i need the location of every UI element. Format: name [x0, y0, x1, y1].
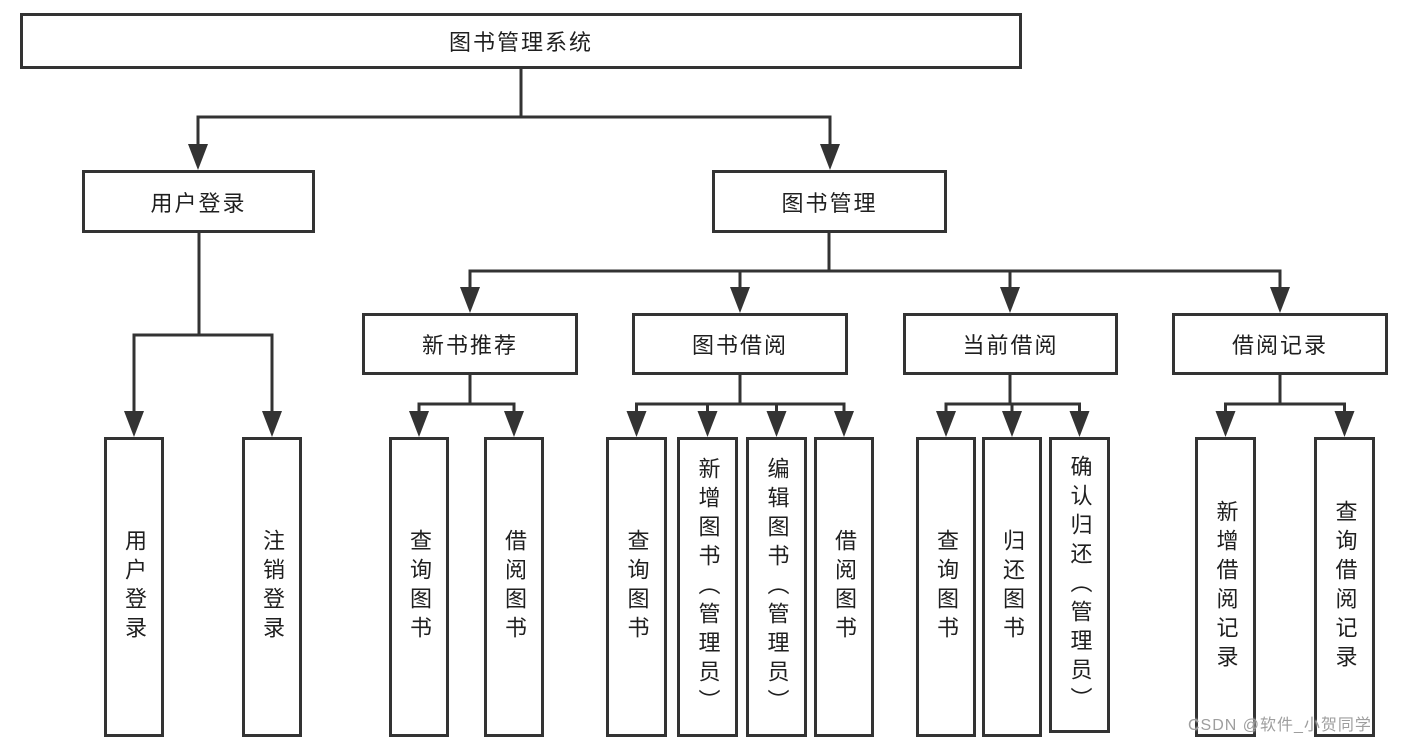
node-label: 查询图书 [407, 529, 432, 645]
leaf-query-books-recommend: 查询图书 [389, 437, 449, 737]
node-label: 图书管理 [781, 190, 878, 216]
node-label: 新书推荐 [421, 333, 518, 358]
leaf-return-books: 归还图书 [982, 437, 1042, 737]
leaf-query-books-current: 查询图书 [916, 437, 976, 737]
node-label: 归还图书 [1000, 529, 1025, 645]
leaf-logout: 注销登录 [242, 437, 302, 737]
node-label: 新增图书（管理员） [695, 456, 721, 718]
node-label: 借阅图书 [502, 529, 527, 645]
node-label: 当前借阅 [962, 333, 1059, 358]
leaf-query-books-borrowing: 查询图书 [606, 437, 667, 737]
node-label: 查询图书 [934, 529, 959, 645]
node-book-borrowing: 图书借阅 [632, 313, 848, 375]
node-new-book-recommendation: 新书推荐 [362, 313, 578, 375]
node-label: 编辑图书（管理员） [764, 456, 790, 718]
node-borrowing-records: 借阅记录 [1172, 313, 1388, 375]
node-label: 用户登录 [150, 190, 247, 216]
leaf-user-login: 用户登录 [104, 437, 164, 737]
node-label: 查询借阅记录 [1332, 500, 1358, 674]
node-label: 图书借阅 [691, 333, 788, 358]
leaf-confirm-return-admin: 确认归还（管理员） [1049, 437, 1110, 733]
node-label: 确认归还（管理员） [1067, 454, 1093, 716]
node-label: 借阅记录 [1231, 333, 1328, 358]
node-current-borrowing: 当前借阅 [903, 313, 1118, 375]
csdn-watermark: CSDN @软件_小贺同学 [1188, 717, 1372, 734]
node-label: 用户登录 [122, 529, 147, 645]
node-label: 图书管理系统 [448, 30, 593, 55]
leaf-query-borrow-record: 查询借阅记录 [1314, 437, 1375, 737]
leaf-add-borrow-record: 新增借阅记录 [1195, 437, 1256, 737]
leaf-borrow-books-recommend: 借阅图书 [484, 437, 544, 737]
node-label: 新增借阅记录 [1213, 500, 1239, 674]
leaf-add-books-admin: 新增图书（管理员） [677, 437, 738, 737]
node-label: 查询图书 [624, 529, 650, 645]
leaf-edit-books-admin: 编辑图书（管理员） [746, 437, 807, 737]
node-book-management: 图书管理 [712, 170, 947, 233]
leaf-borrow-books: 借阅图书 [814, 437, 874, 737]
node-user-login: 用户登录 [82, 170, 315, 233]
node-label: 注销登录 [260, 529, 285, 645]
node-label: 借阅图书 [832, 529, 857, 645]
node-library-management-system: 图书管理系统 [20, 13, 1022, 69]
